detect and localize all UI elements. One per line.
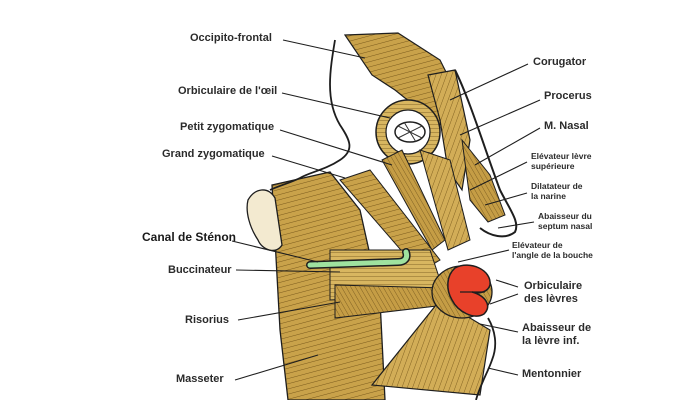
risorius-muscle: [334, 284, 446, 319]
masseter-muscle: [271, 171, 386, 400]
nose-outline: [454, 69, 518, 238]
label-orbiculaire-oeil: Orbiculaire de l'œil: [178, 85, 278, 97]
label-elevateur-levre-sup-line2: supérieure: [531, 160, 575, 171]
label-canal-stenon: Canal de Sténon: [142, 230, 237, 244]
chin-outline: [475, 317, 497, 400]
label-elevateur-angle-line1: Elévateur de: [512, 240, 563, 250]
label-abaisseur-septum-line2: septum nasal: [538, 220, 593, 231]
nasal-muscle: [461, 138, 506, 223]
label-abaisseur-septum-line1: Abaisseur du: [538, 211, 592, 221]
label-m-nasal: M. Nasal: [544, 120, 589, 132]
grand-zygomatique-muscle: [339, 169, 441, 273]
label-dilatateur-narine-line2: la narine: [531, 190, 566, 201]
label-procerus: Procerus: [544, 90, 592, 102]
label-masseter: Masseter: [176, 373, 224, 385]
label-risorius: Risorius: [185, 314, 230, 326]
label-elevateur-angle-line2: l'angle de la bouche: [512, 249, 593, 260]
label-buccinateur: Buccinateur: [168, 264, 232, 276]
levator-labii-muscle: [419, 149, 471, 251]
label-dilatateur-narine-line1: Dilatateur de: [531, 181, 583, 191]
leader-lines: [231, 39, 541, 381]
label-elevateur-levre-sup-line1: Elévateur lèvre: [531, 151, 592, 161]
label-orbiculaire-levres: Orbiculaire des lèvres: [524, 280, 582, 305]
label-elevateur-angle-bouche: Elévateur de l'angle de la bouche: [512, 240, 593, 261]
label-abaisseur-septum: Abaisseur du septum nasal: [538, 211, 593, 232]
lips: [447, 264, 491, 317]
label-abaisseur-levre-inf-line2: la lèvre inf.: [522, 334, 580, 347]
label-abaisseur-levre-inf-line1: Abaisseur de: [522, 322, 592, 334]
label-grand-zygomatique: Grand zygomatique: [162, 148, 265, 160]
label-abaisseur-levre-inf: Abaisseur de la lèvre inf.: [522, 322, 591, 347]
label-occipito-frontal: Occipito-frontal: [190, 32, 272, 44]
label-orbiculaire-levres-line1: Orbiculaire: [524, 280, 583, 292]
head-outline: [269, 39, 351, 191]
label-corugator: Corugator: [533, 56, 587, 68]
label-orbiculaire-levres-line2: des lèvres: [524, 292, 578, 305]
label-elevateur-levre-sup: Elévateur lèvre supérieure: [531, 151, 592, 172]
label-dilatateur-narine: Dilatateur de la narine: [531, 181, 583, 202]
label-petit-zygomatique: Petit zygomatique: [180, 121, 275, 133]
label-mentonnier: Mentonnier: [522, 368, 582, 380]
depressor-muscles: [370, 299, 491, 396]
